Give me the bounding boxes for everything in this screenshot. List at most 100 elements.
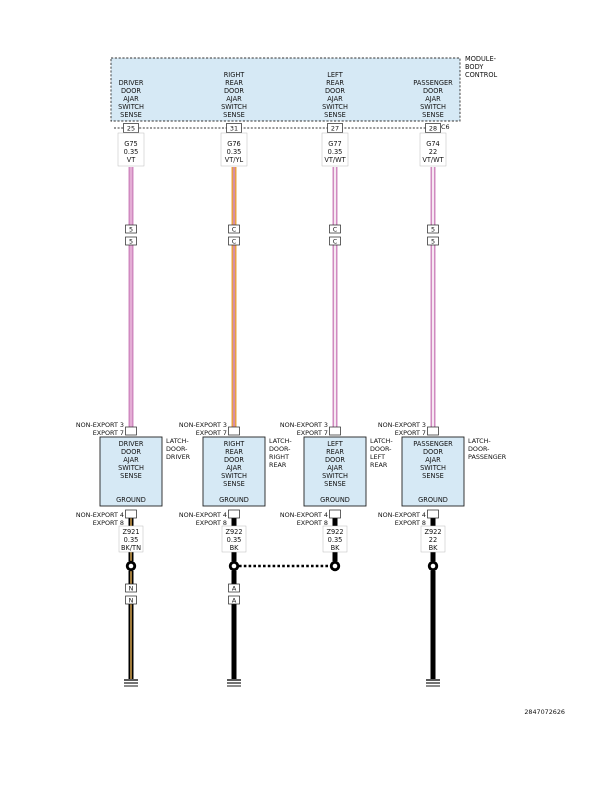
wire-circuit-passenger: G74: [426, 140, 440, 148]
pin-driver: [123, 123, 139, 133]
module-pin-left-rear-5: SWITCH: [322, 103, 348, 111]
latch-label-right-rear-2: DOOR-: [269, 445, 290, 453]
wire-circuit-driver: G75: [124, 140, 138, 148]
switch-variant-driver-2: EXPORT 7: [93, 429, 124, 437]
inline-connector-upper-left-rear-label: C: [333, 225, 338, 233]
switch-text-left-rear-3: DOOR: [325, 456, 345, 464]
latch-label-right-rear-4: REAR: [269, 461, 287, 469]
switch-text-driver-2: DOOR: [121, 448, 141, 456]
latch-label-passenger-1: LATCH-: [468, 437, 491, 445]
wire-size-left-rear: 0.35: [328, 148, 343, 156]
switch-top-pin-passenger: [427, 426, 439, 436]
inline-connector-lower-left-rear: [329, 236, 341, 246]
switch-text-right-rear-5: SWITCH: [221, 472, 247, 480]
latch-label-left-rear-4: REAR: [370, 461, 388, 469]
ground-size-driver: 0.35: [124, 536, 139, 544]
module-pin-left-rear-2: REAR: [326, 79, 344, 87]
switch-text-left-rear-2: REAR: [326, 448, 344, 456]
ground-connector-upper-driver: [125, 583, 137, 593]
switch-top-pin-left-rear: [329, 426, 341, 436]
ground-variant-passenger-1: NON-EXPORT 4: [378, 511, 426, 519]
inline-connector-lower-driver: [125, 236, 137, 246]
module-pin-driver-3: AJAR: [123, 95, 139, 103]
switch-passenger: [401, 436, 465, 507]
ground-circuit-driver: Z921: [122, 528, 139, 536]
splice-inner-right-rear: [231, 563, 237, 569]
module-pin-passenger-5: SENSE: [422, 111, 444, 119]
ground-label-box-left-rear: [322, 525, 348, 553]
wire-label-box-passenger: [419, 132, 447, 167]
inline-connector-upper-driver: [125, 224, 137, 234]
module-pin-left-rear-4: AJAR: [327, 95, 343, 103]
switch-text-driver-4: SWITCH: [118, 464, 144, 472]
wire-color-left-rear: VT/WT: [324, 156, 346, 164]
pin-passenger: [425, 123, 441, 133]
switch-text-right-rear-3: DOOR: [224, 456, 244, 464]
module-pin-right-rear-3: DOOR: [224, 87, 244, 95]
wire-label-box-driver: [117, 132, 145, 167]
ground-color-right-rear: BK: [230, 544, 240, 552]
ground-connector-lower-right-rear: [228, 595, 240, 605]
pin-right-rear-label: 31: [230, 124, 238, 132]
switch-top-pin-driver: [125, 426, 137, 436]
ground-connector-upper-right-rear: [228, 583, 240, 593]
ground-variant-driver-2: EXPORT 8: [93, 519, 124, 527]
ground-circuit-passenger: Z922: [424, 528, 441, 536]
module-body-control: [110, 57, 461, 122]
wire-label-box-left-rear: [321, 132, 349, 167]
switch-top-pin-right-rear: [228, 426, 240, 436]
wire-circuit-left-rear: G77: [328, 140, 342, 148]
pin-driver-label: 25: [127, 124, 135, 132]
splice-inner-passenger: [430, 563, 436, 569]
module-label-2: BODY: [465, 63, 484, 71]
module-pin-right-rear-2: REAR: [225, 79, 243, 87]
ground-circuit-right-rear: Z922: [225, 528, 242, 536]
module-pin-right-rear-4: AJAR: [226, 95, 242, 103]
latch-label-left-rear-2: DOOR-: [370, 445, 391, 453]
latch-label-passenger-2: DOOR-: [468, 445, 489, 453]
switch-bottom-pin-driver: [125, 509, 137, 519]
switch-text-passenger-5: SENSE: [422, 472, 444, 480]
switch-text-driver-1: DRIVER: [119, 440, 144, 448]
splice-inner-left-rear: [332, 563, 338, 569]
ground-label-box-passenger: [420, 525, 446, 553]
labels-layer: MODULE-BODYCONTROLC6DRIVERDOORAJARSWITCH…: [76, 55, 565, 716]
ground-variant-passenger-2: EXPORT 8: [395, 519, 426, 527]
inline-connector-lower-passenger-label: 5: [431, 237, 435, 245]
module-pin-left-rear-1: LEFT: [327, 71, 344, 79]
switch-variant-right-rear-1: NON-EXPORT 3: [179, 421, 227, 429]
ground-connector-lower-driver: [125, 595, 137, 605]
switch-text-passenger-1: PASSENGER: [413, 440, 453, 448]
splice-inner-driver: [128, 563, 134, 569]
module-pin-left-rear-6: SENSE: [324, 111, 346, 119]
switch-text-right-rear-1: RIGHT: [224, 440, 246, 448]
module-pin-left-rear-3: DOOR: [325, 87, 345, 95]
module-connector-label: C6: [441, 123, 450, 131]
ground-label-box-right-rear: [221, 525, 247, 553]
module-pin-passenger-4: SWITCH: [420, 103, 446, 111]
switch-variant-passenger-2: EXPORT 7: [395, 429, 426, 437]
switch-variant-driver-1: NON-EXPORT 3: [76, 421, 124, 429]
switch-variant-right-rear-2: EXPORT 7: [196, 429, 227, 437]
switch-text-passenger-2: DOOR: [423, 448, 443, 456]
module-label-1: MODULE-: [465, 55, 497, 63]
module-pin-right-rear-5: SWITCH: [221, 103, 247, 111]
switch-bottom-pin-left-rear: [329, 509, 341, 519]
ground-variant-right-rear-2: EXPORT 8: [196, 519, 227, 527]
wire-color-right-rear: VT/YL: [225, 156, 244, 164]
latch-label-driver-3: DRIVER: [166, 453, 191, 461]
ground-label-box-driver: [118, 525, 144, 553]
module-pin-driver-2: DOOR: [121, 87, 141, 95]
ground-connector-lower-right-rear-label: A: [232, 596, 237, 604]
inline-connector-upper-passenger: [427, 224, 439, 234]
module-label-3: CONTROL: [465, 71, 498, 79]
switch-ground-driver: GROUND: [116, 496, 146, 504]
inline-connector-lower-passenger: [427, 236, 439, 246]
module-pin-driver-1: DRIVER: [119, 79, 144, 87]
wire-circuit-right-rear: G76: [227, 140, 241, 148]
inline-connector-upper-right-rear: [228, 224, 240, 234]
module-pin-passenger-3: AJAR: [425, 95, 441, 103]
inline-connector-upper-right-rear-label: C: [232, 225, 237, 233]
wire-size-driver: 0.35: [124, 148, 139, 156]
pin-left-rear: [327, 123, 343, 133]
